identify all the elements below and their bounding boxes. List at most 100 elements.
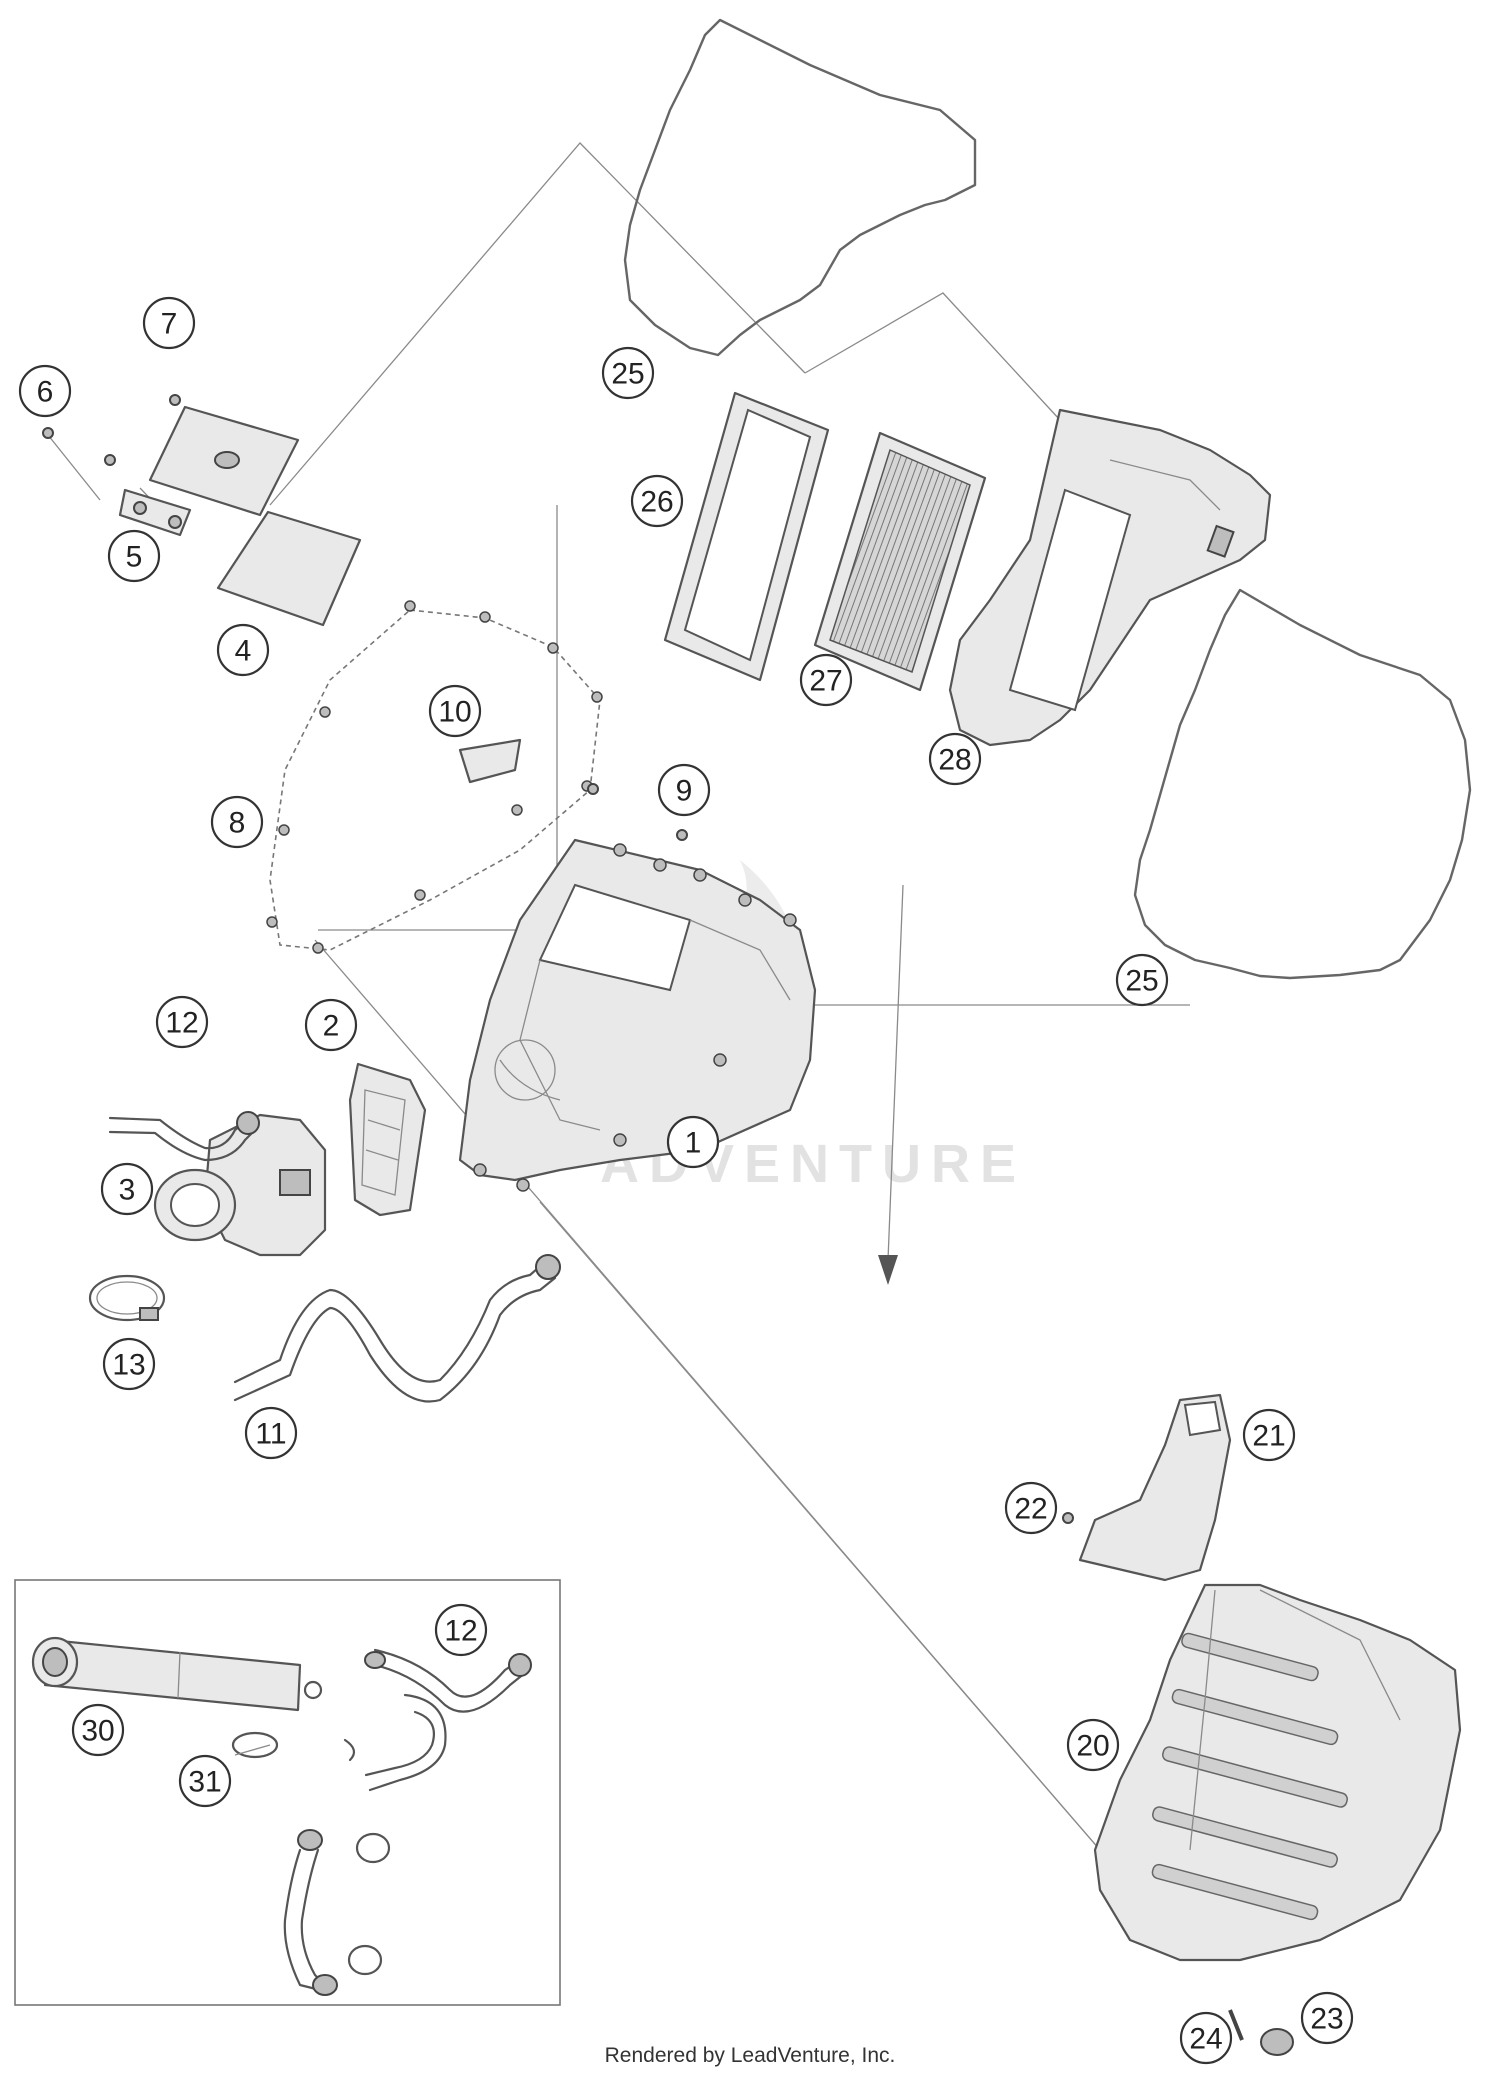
callout-c7: 7 bbox=[142, 296, 196, 350]
callout-c24: 24 bbox=[1179, 2011, 1233, 2065]
callout-label: 30 bbox=[81, 1715, 114, 1748]
callout-circle bbox=[142, 296, 196, 350]
direction-arrow bbox=[878, 1255, 898, 1285]
callout-c5: 5 bbox=[107, 529, 161, 583]
callout-c2: 2 bbox=[304, 998, 358, 1052]
callout-circle bbox=[178, 1754, 232, 1808]
part-25-lower-gasket bbox=[1133, 588, 1472, 980]
callout-label: 11 bbox=[255, 1418, 286, 1451]
callout-c26: 26 bbox=[630, 474, 684, 528]
callout-label: 22 bbox=[1014, 1493, 1047, 1526]
callout-circle bbox=[18, 364, 72, 418]
callout-circle bbox=[71, 1703, 125, 1757]
callout-circle bbox=[155, 995, 209, 1049]
callout-circle bbox=[601, 346, 655, 400]
callout-c25b: 25 bbox=[1115, 953, 1169, 1007]
callout-circle bbox=[666, 1115, 720, 1169]
callout-c28: 28 bbox=[928, 732, 982, 786]
callout-circle bbox=[216, 623, 270, 677]
callout-c4: 4 bbox=[216, 623, 270, 677]
callout-c23: 23 bbox=[1300, 1991, 1354, 2045]
callout-c11: 11 bbox=[244, 1406, 298, 1460]
callout-c6: 6 bbox=[18, 364, 72, 418]
callout-c9: 9 bbox=[657, 763, 711, 817]
inset-box bbox=[14, 1579, 561, 2006]
part-9-screw bbox=[587, 783, 599, 795]
callout-label: 26 bbox=[640, 486, 673, 519]
callout-label: 25 bbox=[1125, 965, 1158, 998]
part-12-hose-edge bbox=[108, 1128, 257, 1162]
callout-circle bbox=[1179, 2011, 1233, 2065]
part-23-plug bbox=[1260, 2028, 1294, 2056]
callout-circle bbox=[1115, 953, 1169, 1007]
callout-label: 3 bbox=[119, 1174, 136, 1207]
part-11-hose-edge bbox=[233, 1276, 557, 1403]
callout-c10: 10 bbox=[428, 684, 482, 738]
part-20-airbox-lower bbox=[1093, 1583, 1462, 1962]
callout-c3: 3 bbox=[100, 1162, 154, 1216]
part-4-foam-pad bbox=[216, 510, 362, 627]
part-12-inset-hose-b-edge bbox=[364, 1710, 436, 1777]
callout-label: 4 bbox=[235, 635, 252, 668]
part-22-screw bbox=[1062, 1512, 1074, 1524]
callout-label: 21 bbox=[1252, 1420, 1285, 1453]
callout-c21: 21 bbox=[1242, 1408, 1296, 1462]
callout-c31: 31 bbox=[178, 1754, 232, 1808]
callout-circle bbox=[107, 529, 161, 583]
callout-label: 8 bbox=[229, 807, 246, 840]
callout-label: 10 bbox=[438, 696, 471, 729]
callout-label: 12 bbox=[444, 1615, 477, 1648]
callout-circle bbox=[928, 732, 982, 786]
callout-c12a: 12 bbox=[155, 995, 209, 1049]
callout-group: 1234567891011121213202122232425252627283… bbox=[18, 296, 1354, 2065]
part-1-airbox bbox=[458, 838, 817, 1192]
callout-label: 28 bbox=[938, 744, 971, 777]
part-9-screw-2 bbox=[676, 829, 688, 841]
callout-label: 24 bbox=[1189, 2023, 1222, 2056]
callout-circle bbox=[210, 795, 264, 849]
part-12-hose-end bbox=[236, 1111, 260, 1135]
part-10-bracket bbox=[458, 738, 522, 784]
callout-circle bbox=[434, 1603, 488, 1657]
part-28-airbox-cover bbox=[948, 408, 1272, 747]
callout-c30: 30 bbox=[71, 1703, 125, 1757]
part-5-cover-plate bbox=[118, 405, 300, 537]
part-6-screw bbox=[42, 427, 54, 439]
callout-label: 20 bbox=[1076, 1730, 1109, 1763]
part-8-screw-group bbox=[266, 600, 603, 954]
part-12-inset-hose-c-edge bbox=[300, 1848, 327, 1987]
part-13-clamp bbox=[88, 1274, 166, 1322]
part-30-canister bbox=[31, 1636, 323, 1712]
part-12-inset-hose-a-end bbox=[508, 1653, 532, 1677]
part-7-screw bbox=[169, 394, 181, 406]
part-26-filter-frame bbox=[663, 391, 830, 682]
part-21-intake-snorkel bbox=[1078, 1393, 1232, 1582]
callout-circle bbox=[428, 684, 482, 738]
part-12-inset-hose-d bbox=[343, 1738, 356, 1762]
callout-c8: 8 bbox=[210, 795, 264, 849]
callout-circle bbox=[1242, 1408, 1296, 1462]
part-25-top-gasket bbox=[623, 18, 977, 357]
footer-credit: Rendered by LeadVenture, Inc. bbox=[605, 2044, 896, 2067]
callout-circle bbox=[1004, 1481, 1058, 1535]
callout-circle bbox=[304, 998, 358, 1052]
callout-circle bbox=[1066, 1718, 1120, 1772]
callout-label: 7 bbox=[161, 308, 178, 341]
callout-c13: 13 bbox=[102, 1337, 156, 1391]
callout-label: 13 bbox=[112, 1349, 145, 1382]
callout-c25a: 25 bbox=[601, 346, 655, 400]
callout-c1: 1 bbox=[666, 1115, 720, 1169]
callout-circle bbox=[244, 1406, 298, 1460]
callout-circle bbox=[657, 763, 711, 817]
callout-label: 1 bbox=[685, 1127, 702, 1160]
part-24-screw bbox=[1228, 2009, 1244, 2041]
callout-label: 23 bbox=[1310, 2003, 1343, 2036]
callout-label: 6 bbox=[37, 376, 54, 409]
callout-circle bbox=[630, 474, 684, 528]
callout-c22: 22 bbox=[1004, 1481, 1058, 1535]
part-12-inset-hose-b bbox=[368, 1693, 447, 1792]
callout-c27: 27 bbox=[799, 653, 853, 707]
part-12-hose bbox=[108, 1116, 252, 1150]
callout-c20: 20 bbox=[1066, 1718, 1120, 1772]
